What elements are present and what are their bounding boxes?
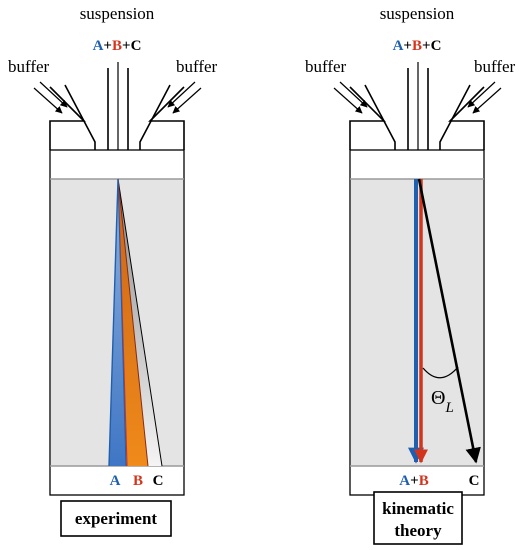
caption-line-2: theory [394,521,442,540]
buffer-right-arrows [467,81,502,114]
outlet-c-label: C [153,473,164,489]
angle-arc [422,366,459,379]
buffer-left-arrows [333,81,368,114]
angle-label: ΘL [431,387,454,416]
fan-a [108,178,127,467]
outlet-b-label: B [133,473,143,489]
inlet-tubes [349,68,485,150]
mixture-label: A+B+C [393,38,442,54]
buffer-right-label: buffer [176,57,218,76]
outlet-c-label: C [469,473,480,489]
outlet-a: A [399,473,410,489]
caption-box [373,491,463,545]
caption-text: experiment [75,509,157,528]
mixture-b: B [412,38,422,54]
suspension-label: suspension [80,4,155,23]
angle-subscript: L [444,400,453,416]
buffer-left-arrows [33,81,68,114]
mixture-c: C [131,38,142,54]
mixture-c: C [431,38,442,54]
outlet-ab-label: A+B [399,473,428,489]
mixture-label: A+B+C [93,38,142,54]
fan-c [117,178,163,467]
buffer-right-arrows [167,81,202,114]
buffer-right-label: buffer [474,57,516,76]
mixture-a: A [393,38,404,54]
panel-experiment: suspension A+B+C buffer buffer [8,4,218,537]
suspension-label: suspension [380,4,455,23]
trajectory-c-arrow [417,178,481,464]
angle-symbol: Θ [431,387,445,409]
mixture-b: B [112,38,122,54]
mixture-a: A [93,38,104,54]
caption-line-1: kinematic [382,499,454,518]
outlet-a-label: A [110,473,121,489]
buffer-left-label: buffer [8,57,50,76]
outlet-b: B [419,473,429,489]
inlet-tubes [49,68,185,150]
caption-box [60,500,172,537]
buffer-left-label: buffer [305,57,347,76]
panel-kinematic-theory: suspension A+B+C buffer buffer [305,4,516,545]
